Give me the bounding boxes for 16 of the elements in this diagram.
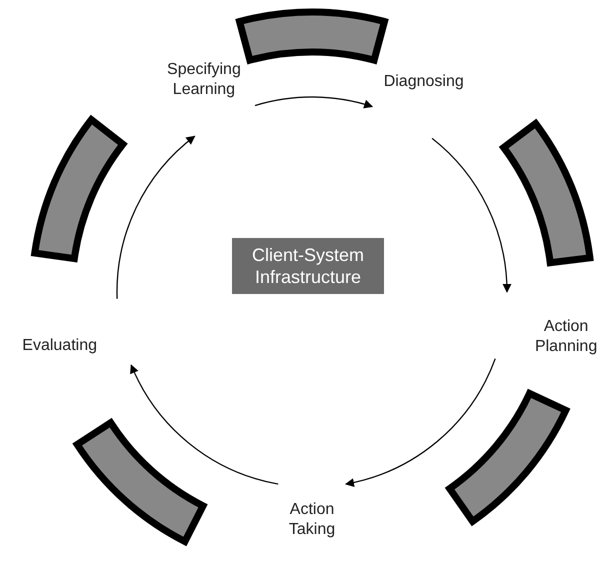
cycle-arrow — [254, 96, 374, 109]
stage-label: Diagnosing — [368, 72, 479, 92]
arc-segment — [236, 8, 388, 64]
cycle-arrow — [130, 364, 278, 485]
arc-segment — [446, 390, 570, 525]
stage-label: Action Planning — [521, 316, 602, 357]
cycle-arrow — [116, 136, 196, 299]
stage-label: Specifying Learning — [154, 60, 254, 100]
arc-segment — [74, 419, 207, 545]
center-box: Client-System Infrastructure — [232, 238, 384, 294]
cycle-arrow — [432, 138, 511, 293]
arc-segment — [500, 120, 594, 266]
stage-label: Evaluating — [10, 336, 110, 356]
cycle-arrow — [344, 358, 496, 487]
stage-label: Action Taking — [267, 500, 357, 540]
arc-segment — [31, 116, 126, 262]
